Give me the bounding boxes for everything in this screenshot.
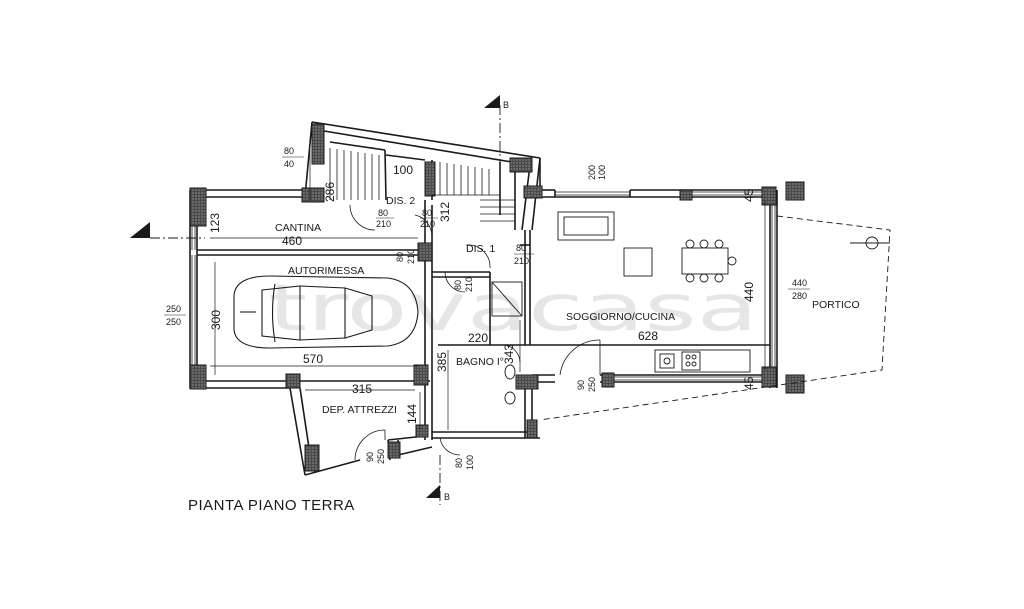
room-label-bagno: BAGNO I° (456, 356, 504, 368)
room-label-soggiorno: SOGGIORNO/CUCINA (566, 311, 675, 323)
opening-door-cantina-height: 210 (406, 249, 416, 264)
opening-window-bottom-height: 100 (465, 455, 475, 470)
opening-door-dis1-width: 80 (516, 243, 526, 253)
opening-window-top-left: 80 40 (282, 146, 304, 169)
opening-front-door-height: 250 (587, 377, 597, 392)
dim-bagno-220: 220 (468, 331, 488, 345)
drawing-title: PIANTA PIANO TERRA (188, 497, 355, 514)
opening-dep-door-width: 90 (365, 452, 375, 462)
opening-door-dis2-b: 80 210 (420, 208, 438, 229)
room-label-cantina: CANTINA (275, 222, 321, 234)
stairs (329, 148, 515, 222)
opening-dep-door: 90 250 (365, 449, 386, 464)
opening-door-dis2-b-width: 80 (422, 208, 432, 218)
opening-door-dis2-b-height: 210 (420, 219, 435, 229)
opening-door-cantina: 80 210 (395, 249, 416, 264)
opening-front-door-width: 90 (576, 380, 586, 390)
opening-portico-height: 280 (792, 291, 807, 301)
dim-wall-45-bottom: 45 (742, 376, 756, 390)
section-marker-b-bottom: B (426, 485, 450, 502)
section-marker-b-bottom-label: B (444, 492, 450, 502)
windows (191, 191, 776, 381)
dim-cantina-width: 460 (282, 234, 302, 248)
opening-garage-door-width: 250 (166, 304, 181, 314)
dim-bagno-385: 385 (435, 352, 449, 372)
dim-cantina-depth: 123 (208, 213, 222, 233)
room-label-dis2: DIS. 2 (386, 195, 415, 207)
dim-dis2-312: 312 (438, 202, 452, 222)
opening-window-top-width: 200 (587, 165, 597, 180)
dim-soggiorno-440: 440 (742, 282, 756, 302)
opening-door-dis2-a: 80 210 (376, 208, 394, 229)
car-icon (233, 275, 419, 349)
section-marker-a-label: A (140, 229, 146, 239)
section-marker-b-top: B (484, 95, 509, 110)
dim-stair-width: 100 (393, 163, 413, 177)
dim-wall-45-top: 45 (742, 188, 756, 202)
opening-window-top: 200 100 (587, 165, 607, 180)
door-swings (349, 204, 601, 461)
watermark-text: trovacasa (268, 272, 758, 346)
opening-w-top-left-width: 80 (284, 146, 294, 156)
opening-door-cantina-width: 80 (395, 252, 405, 262)
dim-bagno-343: 343 (502, 344, 516, 364)
opening-door-bagno-height: 210 (464, 277, 474, 292)
wall-pillars (189, 123, 805, 472)
dim-dep-315: 315 (352, 382, 372, 396)
dimension-lines (210, 150, 766, 430)
opening-door-bagno: 80 210 (453, 277, 474, 292)
dim-stair-286: 286 (323, 182, 337, 202)
opening-w-top-left-height: 40 (284, 159, 294, 169)
opening-window-top-height: 100 (597, 165, 607, 180)
opening-door-dis2-a-width: 80 (378, 208, 388, 218)
opening-garage-door: 250 250 (164, 304, 186, 327)
dim-soggiorno-628: 628 (638, 329, 658, 343)
section-marker-b-top-label: B (503, 100, 509, 110)
opening-window-bottom: 80 100 (454, 455, 475, 470)
opening-door-dis2-a-height: 210 (376, 219, 391, 229)
opening-portico-width: 440 (792, 278, 807, 288)
opening-front-door: 90 250 (576, 377, 597, 392)
opening-window-bottom-width: 80 (454, 458, 464, 468)
opening-portico: 440 280 (788, 278, 810, 301)
room-label-autorimessa: AUTORIMESSA (288, 265, 364, 277)
room-label-portico: PORTICO (812, 299, 860, 311)
room-label-dis1: DIS. 1 (466, 243, 495, 255)
section-marker-a: A (130, 222, 150, 239)
opening-door-bagno-width: 80 (453, 280, 463, 290)
dim-autorimessa-depth: 300 (209, 310, 223, 330)
room-label-dep-attrezzi: DEP. ATTREZZI (322, 404, 397, 416)
opening-dep-door-height: 250 (376, 449, 386, 464)
opening-door-dis1: 80 210 (514, 243, 534, 266)
opening-garage-door-height: 250 (166, 317, 181, 327)
dim-dep-144: 144 (405, 404, 419, 424)
dim-autorimessa-width: 570 (303, 352, 323, 366)
opening-door-dis1-height: 210 (514, 256, 529, 266)
furniture (491, 211, 891, 421)
